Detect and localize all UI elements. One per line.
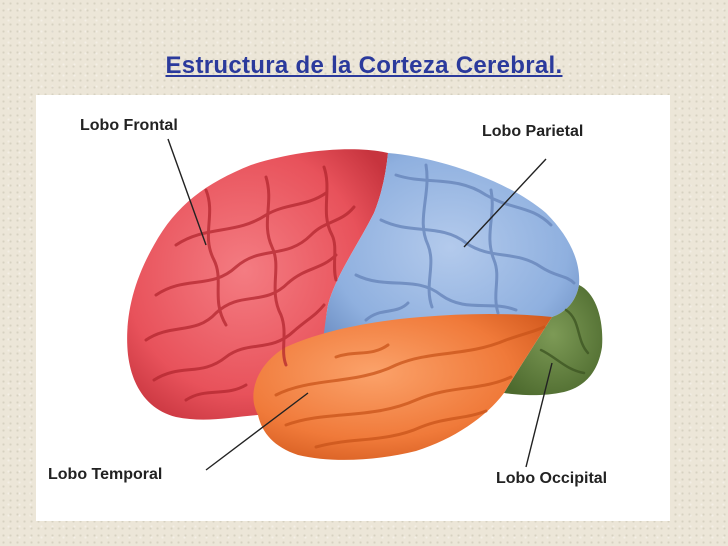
brain-diagram: Lobo Frontal Lobo Parietal Lobo Temporal… — [36, 95, 670, 521]
label-parietal-lobe: Lobo Parietal — [482, 123, 584, 140]
temporal-lobe — [253, 314, 553, 460]
label-temporal-lobe: Lobo Temporal — [48, 466, 163, 483]
label-frontal-lobe: Lobo Frontal — [80, 117, 178, 134]
occipital-lobe — [504, 285, 603, 396]
occipital-pointer — [525, 362, 553, 468]
temporal-pointer — [205, 392, 309, 471]
label-occipital-lobe: Lobo Occipital — [496, 470, 608, 487]
parietal-pointer — [463, 158, 547, 248]
brain-illustration — [127, 138, 603, 471]
slide-title: Estructura de la Corteza Cerebral. — [165, 52, 563, 79]
frontal-pointer — [167, 138, 207, 246]
